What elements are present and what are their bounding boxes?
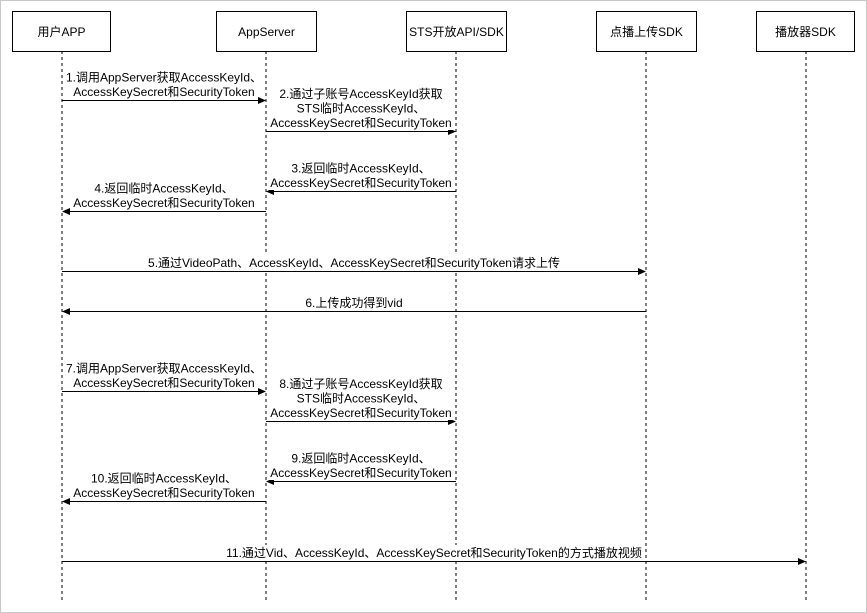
message-label-2-line-2: STS临时AccessKeyId、 (297, 102, 426, 116)
message-label-7-line-1: 7.调用AppServer获取AccessKeyId、 (66, 362, 262, 376)
message-label-2-line-1: 2.通过子账号AccessKeyId获取 (279, 87, 442, 101)
participant-box-upload (596, 11, 697, 52)
message-label-8-line-3: AccessKeySecret和SecurityToken (270, 406, 451, 420)
message-label-10-line-1: 10.返回临时AccessKeyId、 (91, 472, 237, 486)
participant-box-player (756, 11, 855, 52)
message-label-bg (225, 545, 643, 560)
participant-label-server: AppServer (238, 25, 295, 39)
message-label-bg (304, 295, 404, 310)
participant-box-server (216, 11, 317, 52)
message-label-bg (295, 101, 427, 116)
message-label-9-line-1: 9.返回临时AccessKeyId、 (291, 452, 430, 466)
message-label-bg (290, 451, 432, 466)
message-label-1-line-1: 1.调用AppServer获取AccessKeyId、 (66, 71, 262, 85)
message-label-bg (89, 471, 239, 486)
message-label-6-line-1: 6.上传成功得到vid (305, 295, 402, 310)
message-label-bg (93, 181, 235, 196)
participant-box-sts (406, 11, 507, 52)
message-label-1-line-2: AccessKeySecret和SecurityToken (73, 85, 254, 99)
message-label-bg (72, 486, 256, 500)
message-label-4-line-2: AccessKeySecret和SecurityToken (73, 196, 254, 210)
message-label-5-line-1: 5.通过VideoPath、AccessKeyId、AccessKeySecre… (148, 255, 560, 270)
message-label-bg (64, 70, 264, 85)
participant-label-player: 播放器SDK (775, 24, 836, 39)
message-label-bg (64, 361, 264, 376)
message-label-bg (269, 176, 453, 190)
message-label-10-line-2: AccessKeySecret和SecurityToken (73, 486, 254, 500)
message-label-bg (269, 116, 453, 130)
message-label-bg (269, 466, 453, 480)
participant-box-app (12, 11, 111, 52)
message-label-bg (278, 87, 444, 101)
message-label-7-line-2: AccessKeySecret和SecurityToken (73, 376, 254, 390)
message-label-2-line-3: AccessKeySecret和SecurityToken (270, 116, 451, 130)
message-label-bg (290, 161, 432, 176)
message-label-9-line-2: AccessKeySecret和SecurityToken (270, 466, 451, 480)
message-label-bg (269, 406, 453, 420)
message-label-bg (72, 196, 256, 210)
participant-label-upload: 点播上传SDK (610, 24, 683, 39)
message-label-bg (147, 255, 561, 270)
participant-label-app: 用户APP (37, 24, 85, 39)
message-label-bg (295, 391, 427, 406)
message-label-3-line-1: 3.返回临时AccessKeyId、 (291, 162, 430, 176)
message-label-11-line-1: 11.通过Vid、AccessKeyId、AccessKeySecret和Sec… (226, 545, 642, 560)
message-label-8-line-1: 8.通过子账号AccessKeyId获取 (279, 377, 442, 391)
message-label-bg (72, 85, 256, 99)
message-label-4-line-1: 4.返回临时AccessKeyId、 (94, 182, 233, 196)
message-label-bg (72, 376, 256, 390)
message-label-3-line-2: AccessKeySecret和SecurityToken (270, 176, 451, 190)
message-label-bg (278, 377, 444, 391)
message-label-8-line-2: STS临时AccessKeyId、 (297, 392, 426, 406)
participant-label-sts: STS开放API/SDK (409, 24, 504, 39)
